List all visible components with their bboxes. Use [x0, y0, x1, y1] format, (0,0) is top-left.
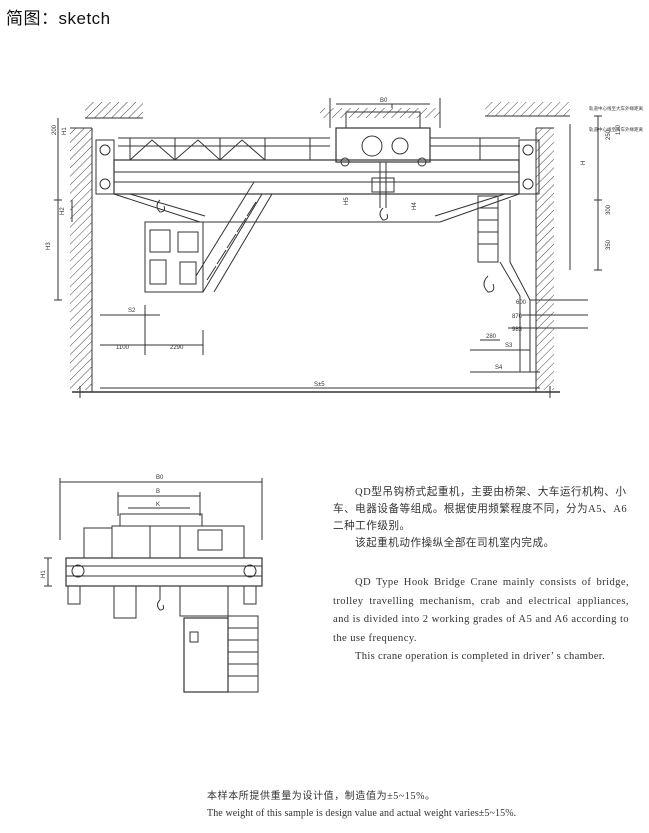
dim-983: 983 [512, 327, 523, 333]
dim-h2: H2 [60, 207, 66, 215]
description-cn-para2: 该起重机动作操纵全部在司机室内完成。 [355, 538, 555, 549]
ceiling-hatch-right [485, 102, 570, 116]
dim-120: 120 [616, 124, 622, 135]
side-elevation-drawing [44, 478, 263, 693]
dim-350: 350 [606, 239, 612, 250]
ceiling-hatch-center [320, 108, 440, 118]
dim-200: 200 [52, 124, 58, 135]
dim-h4: H4 [412, 202, 418, 210]
footer-note-cn: 本样本所提供重量为设计值，制造值为±5~15%。 [207, 791, 436, 802]
dim-h1-top: H1 [62, 127, 68, 135]
dim-300: 300 [606, 204, 612, 215]
footer-note-en: The weight of this sample is design valu… [207, 808, 517, 819]
ceiling-hatch-left [85, 102, 143, 118]
dim-h3: H3 [46, 242, 52, 250]
dim-b0-top: B0 [380, 98, 388, 104]
dim-1100-left: 1100 [116, 345, 130, 351]
dim-span-s: S±5 [314, 382, 325, 388]
description-block: QD型吊钩桥式起重机，主要由桥架、大车运行机构、小车、电器设备等组成。根据使用频… [333, 484, 629, 666]
side-dim-k: K [156, 502, 160, 508]
dim-s3: S3 [505, 343, 513, 349]
dim-250: 250 [606, 129, 612, 140]
dim-h: H [581, 161, 587, 165]
dim-870: 870 [512, 314, 523, 320]
dim-s2: S2 [128, 308, 136, 314]
dim-h5: H5 [344, 197, 350, 205]
description-cn-para1: QD型吊钩桥式起重机，主要由桥架、大车运行机构、小车、电器设备等组成。根据使用频… [333, 487, 628, 532]
side-dim-b: B [156, 489, 160, 495]
rail-note-2: 轨道中心线至大车外缘距离 [589, 126, 643, 133]
rail-note-1: 轨道中心线至大车外缘距离 [589, 105, 643, 112]
description-en-para2: This crane operation is completed in dri… [355, 651, 605, 662]
side-dim-b0: B0 [156, 475, 164, 481]
column-right-hatch [536, 128, 554, 390]
front-elevation-drawing [54, 98, 602, 398]
dim-s4: S4 [495, 365, 503, 371]
description-en-para1: QD Type Hook Bridge Crane mainly consist… [333, 577, 629, 644]
side-dim-h1: H1 [41, 570, 47, 578]
dim-280: 280 [486, 334, 497, 340]
side-elevation-labels: B0 B K H1 [41, 475, 164, 578]
front-elevation-labels: B0 S±5 S2 S3 S4 1100 2290 H H3 H2 H5 H4 … [46, 98, 643, 388]
dim-2290: 2290 [170, 345, 184, 351]
page-title: 简图：sketch [6, 9, 111, 28]
column-left-hatch [70, 128, 92, 390]
dim-600: 600 [516, 300, 527, 306]
